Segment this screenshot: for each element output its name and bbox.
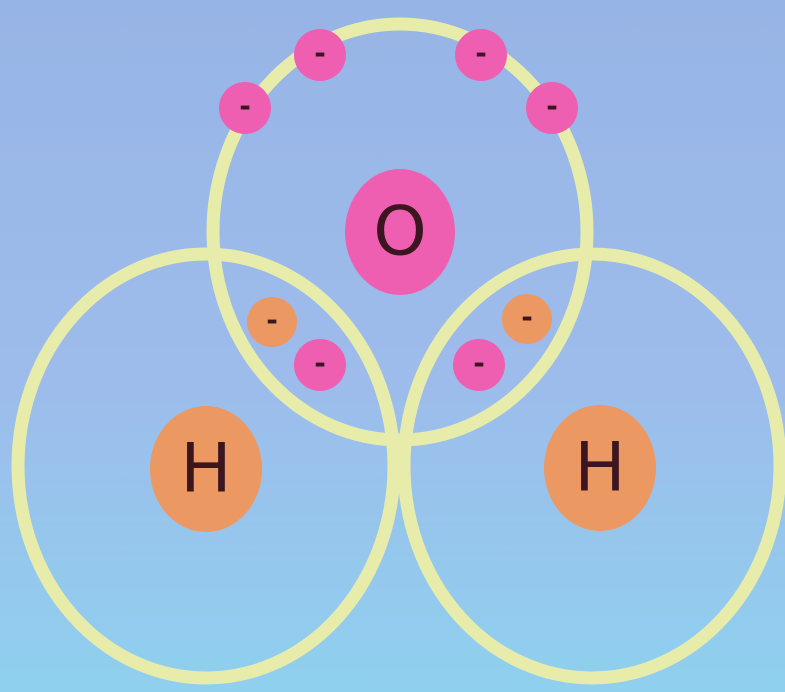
right-hydrogen-shared-electron: - xyxy=(502,294,552,344)
svg-text:-: - xyxy=(314,37,326,70)
oxygen-electron: - xyxy=(455,29,507,81)
svg-text:-: - xyxy=(473,347,485,380)
right-hydrogen-nucleus: H xyxy=(544,405,656,531)
left-hydrogen-nucleus-body xyxy=(150,406,262,532)
left-hydrogen-electron-shell xyxy=(11,247,401,685)
left-hydrogen-nucleus: H xyxy=(150,406,262,532)
svg-text:-: - xyxy=(266,304,278,337)
oxygen-shared-electron-right: - xyxy=(453,339,505,391)
oxygen-electron: - xyxy=(526,82,578,134)
oxygen-shared-electron-left: - xyxy=(294,339,346,391)
svg-text:-: - xyxy=(521,301,533,334)
svg-text:-: - xyxy=(239,90,251,123)
svg-text:-: - xyxy=(475,37,487,70)
left-hydrogen-nucleus-label: H xyxy=(180,430,231,509)
left-hydrogen-shared-electron: - xyxy=(247,297,297,347)
oxygen-nucleus: O xyxy=(345,169,455,295)
right-hydrogen-nucleus-body xyxy=(544,405,656,531)
right-hydrogen-electron-shell xyxy=(397,247,785,685)
oxygen-nucleus-label: O xyxy=(373,193,427,272)
oxygen-electron: - xyxy=(294,29,346,81)
oxygen-electron: - xyxy=(219,82,271,134)
right-hydrogen-nucleus-label: H xyxy=(574,429,625,508)
oxygen-nucleus-body xyxy=(345,169,455,295)
svg-text:-: - xyxy=(546,90,558,123)
svg-text:-: - xyxy=(314,347,326,380)
